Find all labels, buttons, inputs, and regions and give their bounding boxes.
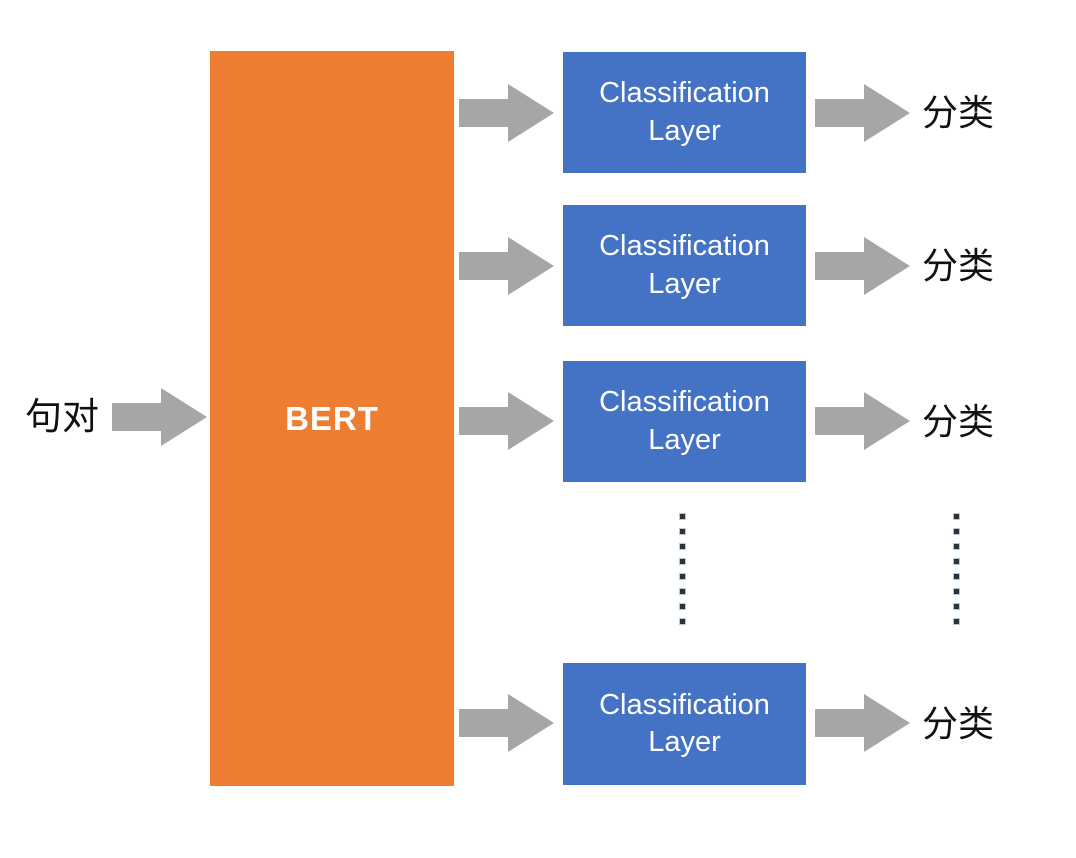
output-ellipsis-column: [953, 513, 960, 625]
classifier-box-1: Classification Layer: [563, 52, 806, 173]
dot: [953, 573, 960, 580]
classifier-to-output-arrow-2: [815, 237, 910, 295]
arrow-head: [508, 84, 554, 142]
arrow-head: [508, 392, 554, 450]
arrow-bar: [815, 407, 865, 435]
dot: [953, 603, 960, 610]
dot: [953, 543, 960, 550]
output-label-1: 分类: [921, 92, 994, 133]
arrow-head: [864, 392, 910, 450]
bert-to-classifier-arrow-1: [459, 84, 554, 142]
output-label-4: 分类: [921, 703, 994, 744]
input-label: 句对: [25, 396, 99, 437]
arrow-bar: [112, 403, 162, 431]
classifier-box-4: Classification Layer: [563, 663, 806, 785]
classifier-box-label: Classification Layer: [599, 230, 770, 300]
dot: [953, 618, 960, 625]
arrow-bar: [459, 99, 509, 127]
classifier-box-label: Classification Layer: [599, 688, 770, 758]
classifier-box-label: Classification Layer: [599, 386, 770, 456]
bert-label: BERT: [285, 399, 379, 437]
classifier-to-output-arrow-1: [815, 84, 910, 142]
dot: [679, 558, 686, 565]
arrow-head: [864, 84, 910, 142]
classifier-box-3: Classification Layer: [563, 361, 806, 482]
dot: [679, 543, 686, 550]
output-label-3: 分类: [921, 401, 994, 442]
arrow-head: [508, 694, 554, 752]
arrow-head: [161, 388, 207, 446]
arrow-head: [508, 237, 554, 295]
dot: [953, 558, 960, 565]
dot: [679, 588, 686, 595]
bert-to-classifier-arrow-2: [459, 237, 554, 295]
bert-box: BERT: [210, 51, 454, 786]
input-arrow: [112, 388, 207, 446]
dot: [679, 513, 686, 520]
arrow-head: [864, 237, 910, 295]
classifier-ellipsis-column: [679, 513, 686, 625]
arrow-bar: [459, 252, 509, 280]
dot: [679, 618, 686, 625]
arrow-bar: [815, 99, 865, 127]
bert-to-classifier-arrow-4: [459, 694, 554, 752]
classifier-to-output-arrow-3: [815, 392, 910, 450]
arrow-head: [864, 694, 910, 752]
dot: [953, 528, 960, 535]
arrow-bar: [459, 407, 509, 435]
classifier-box-label: Classification Layer: [599, 77, 770, 147]
output-label-2: 分类: [921, 245, 994, 286]
classifier-box-2: Classification Layer: [563, 205, 806, 326]
dot: [953, 513, 960, 520]
dot: [679, 573, 686, 580]
arrow-bar: [815, 709, 865, 737]
arrow-bar: [815, 252, 865, 280]
bert-to-classifier-arrow-3: [459, 392, 554, 450]
dot: [679, 603, 686, 610]
dot: [953, 588, 960, 595]
arrow-bar: [459, 709, 509, 737]
dot: [679, 528, 686, 535]
classifier-to-output-arrow-4: [815, 694, 910, 752]
